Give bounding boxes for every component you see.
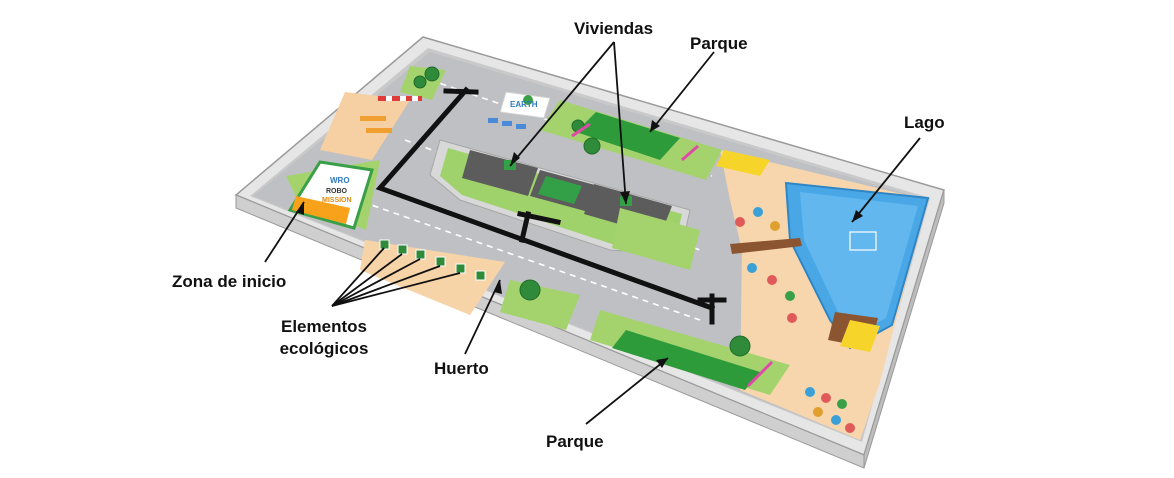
- label-elementos-ecologicos: Elementos ecológicos: [266, 316, 382, 360]
- leader-arrowheads: [296, 120, 863, 368]
- start-sign-line1: ROBO: [326, 188, 347, 195]
- black-line-track: [375, 86, 727, 325]
- yellow-pads: [716, 150, 880, 352]
- leader-lines: [264, 41, 921, 425]
- label-parque-top: Parque: [690, 34, 748, 53]
- earth-logo-text: EARTH: [510, 100, 538, 109]
- label-huerto: Huerto: [434, 359, 489, 378]
- trees: [305, 66, 751, 357]
- pink-benches: [571, 122, 774, 388]
- label-zona-de-inicio: Zona de inicio: [172, 272, 287, 291]
- label-elementos-line1: Elementos: [281, 317, 367, 336]
- label-parque-bottom: Parque: [546, 432, 604, 451]
- start-sign-brand: WRO: [330, 176, 350, 185]
- barriers: [360, 96, 422, 133]
- earth-sign: [499, 91, 551, 119]
- umbrellas: [735, 207, 855, 433]
- label-lago: Lago: [904, 113, 945, 132]
- start-sign-line2: MISSION: [322, 197, 352, 204]
- eco-elements: [379, 239, 486, 281]
- label-viviendas: Viviendas: [574, 19, 654, 38]
- parking-marks: [488, 118, 526, 129]
- label-elementos-line2: ecológicos: [279, 339, 369, 358]
- start-zone: [287, 160, 374, 230]
